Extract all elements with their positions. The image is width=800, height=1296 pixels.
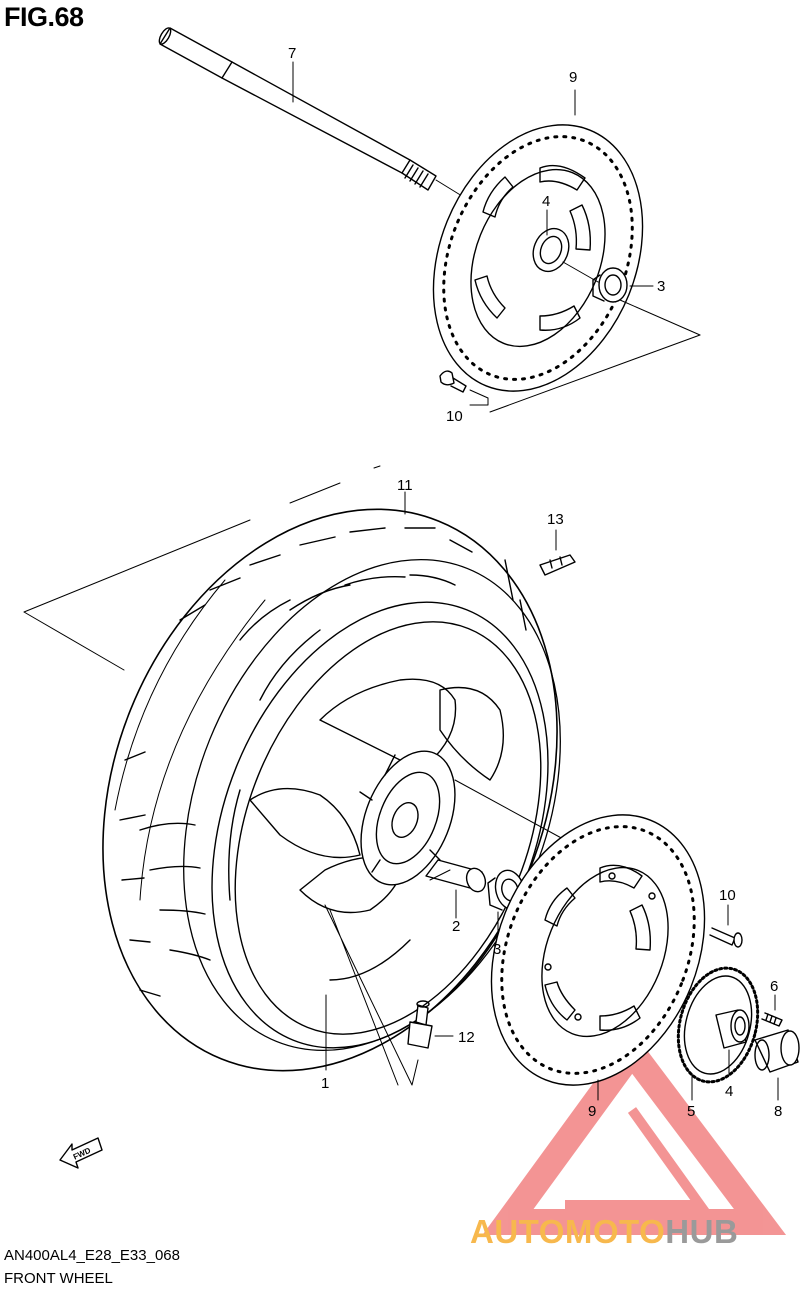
valve-part: [407, 1000, 433, 1049]
sensor-ring-part: [676, 966, 760, 1084]
brake-disc-upper: [432, 124, 644, 392]
watermark-logo-part2: HUB: [665, 1213, 739, 1250]
watermark-triangle-icon: [482, 1030, 787, 1235]
collar-part: [425, 859, 487, 893]
bolt-upper: [439, 370, 467, 393]
screw-part: [761, 1012, 783, 1027]
callout-spacer-bottom: 4: [725, 1083, 733, 1100]
part-group-name: FRONT WHEEL: [4, 1270, 113, 1287]
callout-cap: 8: [774, 1103, 782, 1120]
balance-weight-part: [539, 554, 576, 576]
callout-bearing-top: 3: [657, 278, 665, 295]
callout-screw: 6: [770, 978, 778, 995]
axle-part: [158, 27, 437, 191]
callout-disc-top: 9: [569, 69, 577, 86]
model-code: AN400AL4_E28_E33_068: [4, 1247, 180, 1264]
fwd-arrow-icon: [59, 1137, 103, 1169]
bolt-lower: [709, 927, 743, 948]
spacer-lower: [715, 1009, 750, 1049]
callout-tire: 11: [397, 477, 413, 494]
callout-disc-bottom: 9: [588, 1103, 596, 1120]
bearing-upper: [592, 267, 628, 303]
callout-wheel: 1: [321, 1075, 329, 1092]
callout-sensor-ring: 5: [687, 1103, 695, 1120]
cap-part: [754, 1029, 800, 1073]
callout-valve: 12: [458, 1029, 475, 1046]
brake-disc-lower: [490, 814, 706, 1086]
watermark-logo: AUTOMOTOHUB: [470, 1213, 738, 1251]
callout-collar: 2: [452, 918, 460, 935]
callout-bearing-bottom: 3: [493, 941, 501, 958]
watermark-logo-part1: AUTOMOTO: [470, 1213, 666, 1250]
callout-bolt-top: 10: [446, 408, 463, 425]
callout-balance-weight: 13: [547, 511, 564, 528]
figure-title: FIG.68: [4, 2, 84, 32]
callout-axle: 7: [288, 45, 296, 62]
wheel-hub: [359, 750, 456, 886]
callout-spacer-top: 4: [542, 193, 550, 210]
callout-bolt-bottom: 10: [719, 887, 736, 904]
